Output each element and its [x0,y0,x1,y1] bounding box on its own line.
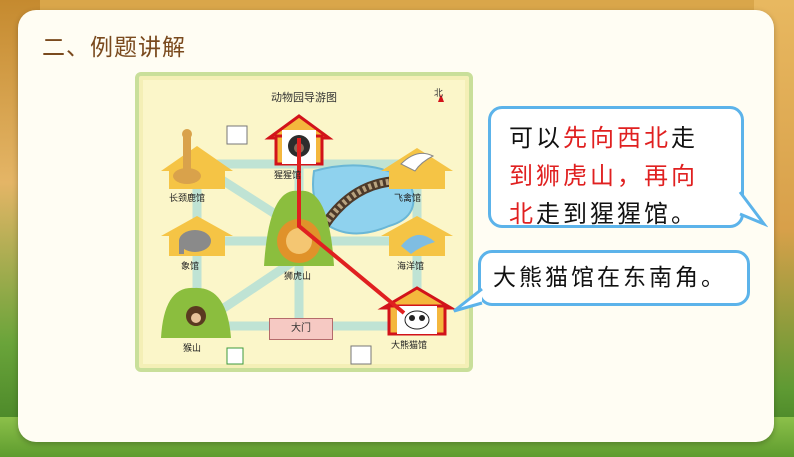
zoo-map-drawing [161,94,457,365]
north-label: 北 [434,89,444,99]
zoo-map: 动物园导游图 北 猩猩馆 长颈鹿馆 飞禽馆 象馆 狮虎山 海洋馆 猴山 大熊猫馆… [135,72,473,372]
slide-title: 二、例题讲解 [42,35,186,61]
bubble1-tail [738,191,768,228]
label-panda: 大熊猫馆 [391,341,428,351]
bubble2-tail [453,287,483,313]
gate-sign: 大门 [269,318,333,340]
giraffe-house [161,129,233,189]
elephant-house [161,216,233,256]
route-text-3b: 走到猩猩馆。 [536,200,698,228]
route-explanation-bubble: 可以先向西北走 到狮虎山，再向 北走到猩猩馆。 [488,106,744,228]
monkey-hill [161,287,231,338]
label-gorilla: 猩猩馆 [274,171,302,181]
route-line [297,138,406,315]
north-arrow-icon [438,94,444,102]
phone-sign [226,347,244,365]
label-lion-hill: 狮虎山 [284,272,312,282]
ocean-house [381,216,453,256]
panda-house [377,286,457,336]
label-elephant: 象馆 [181,262,200,272]
route-line-1: 可以先向西北走 [509,119,741,157]
route-text-1c: 走 [671,124,698,152]
label-giraffe: 长颈鹿馆 [169,194,206,204]
panda-location-bubble: 大熊猫馆在东南角。 [478,250,750,306]
toilet-sign-bottom [350,345,372,365]
toilet-sign-top [226,125,248,145]
birds-house [381,148,453,189]
route-text-1a: 可以 [509,124,563,152]
route-text-3a: 北 [509,200,536,228]
label-birds: 飞禽馆 [394,194,422,204]
label-ocean: 海洋馆 [397,262,425,272]
route-line-2: 到狮虎山，再向 [509,162,698,190]
map-title: 动物园导游图 [271,91,337,104]
label-monkey-hill: 猴山 [183,344,202,354]
panda-location-text: 大熊猫馆在东南角。 [493,265,727,291]
route-line-3: 北走到猩猩馆。 [509,195,741,233]
route-text-1b: 先向西北 [563,124,671,152]
